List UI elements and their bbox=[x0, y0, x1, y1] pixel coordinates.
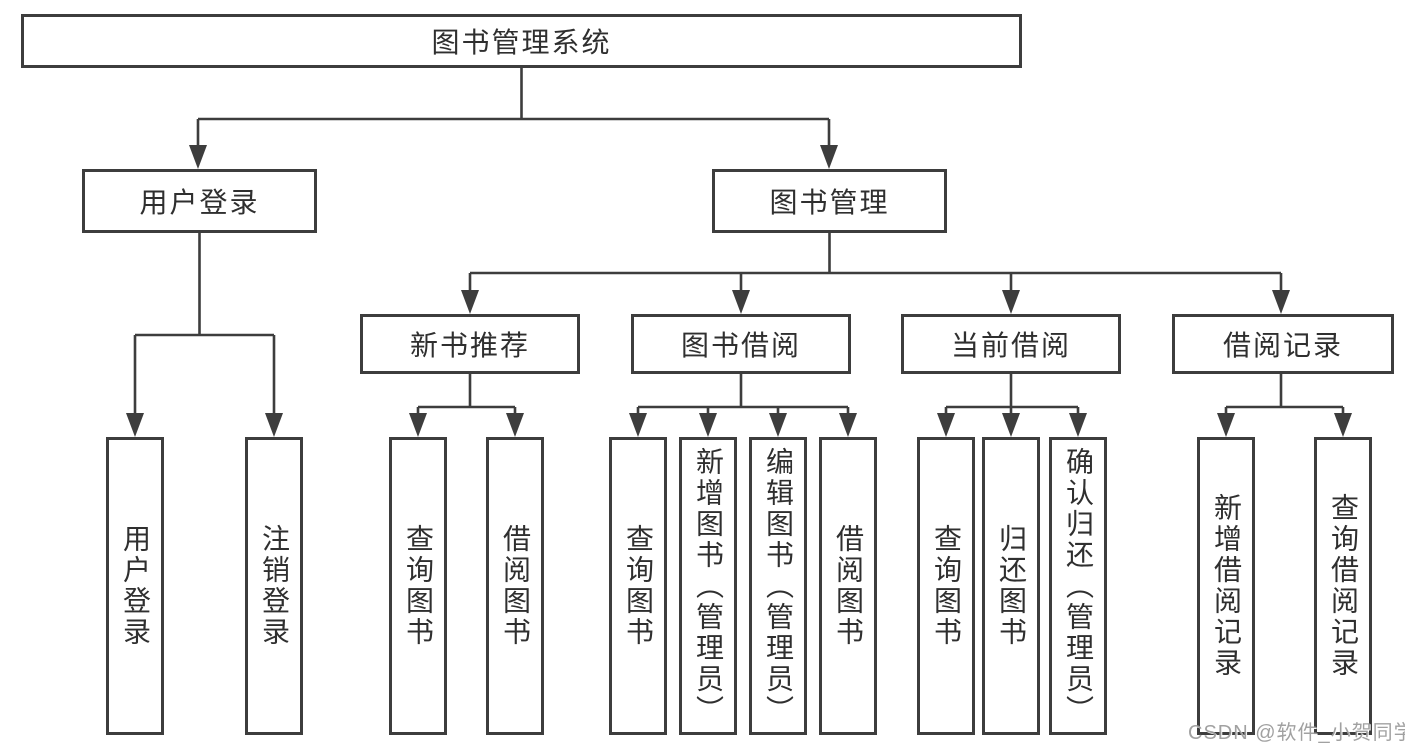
leaf-cb-return-books: 归还图书 bbox=[982, 437, 1040, 735]
connector-path bbox=[133, 233, 276, 416]
leaf-label: 借阅图书 bbox=[500, 524, 531, 648]
arrow-down-icons bbox=[126, 145, 1352, 437]
watermark: CSDN @软件_小贺同学 bbox=[1188, 722, 1405, 744]
leaf-label: 确认归还（管理员） bbox=[1063, 446, 1094, 726]
node-borrow-records: 借阅记录 bbox=[1172, 314, 1394, 374]
leaf-bb-edit-books-admin: 编辑图书（管理员） bbox=[749, 437, 807, 735]
node-label: 图书借阅 bbox=[680, 330, 801, 361]
leaf-user-login: 用户登录 bbox=[106, 437, 164, 735]
node-root-label: 图书管理系统 bbox=[431, 27, 612, 58]
node-new-book-recommend: 新书推荐 bbox=[360, 314, 580, 374]
node-label: 图书管理 bbox=[769, 187, 890, 218]
connector-path bbox=[636, 374, 850, 416]
leaf-label: 借阅图书 bbox=[833, 524, 864, 648]
leaf-cb-confirm-return-admin: 确认归还（管理员） bbox=[1049, 437, 1107, 735]
leaf-label: 注销登录 bbox=[259, 524, 290, 648]
leaf-bb-query-books: 查询图书 bbox=[609, 437, 667, 735]
leaf-bb-borrow-books: 借阅图书 bbox=[819, 437, 877, 735]
leaf-label: 归还图书 bbox=[996, 524, 1027, 648]
node-label: 新书推荐 bbox=[409, 330, 530, 361]
leaf-label: 新增图书（管理员） bbox=[693, 446, 724, 726]
leaf-label: 新增借阅记录 bbox=[1211, 493, 1242, 679]
connector-path bbox=[416, 374, 517, 416]
node-root: 图书管理系统 bbox=[21, 14, 1022, 68]
connector-path bbox=[468, 233, 1283, 293]
node-label: 当前借阅 bbox=[950, 330, 1071, 361]
leaf-label: 用户登录 bbox=[120, 524, 151, 648]
leaf-br-add-record: 新增借阅记录 bbox=[1197, 437, 1255, 735]
leaf-label: 编辑图书（管理员） bbox=[763, 446, 794, 726]
connector-path bbox=[196, 68, 831, 147]
leaf-label: 查询图书 bbox=[623, 524, 654, 648]
connector-path bbox=[944, 374, 1080, 416]
node-label: 用户登录 bbox=[139, 187, 260, 218]
leaf-logout: 注销登录 bbox=[245, 437, 303, 735]
leaf-bb-add-books-admin: 新增图书（管理员） bbox=[679, 437, 737, 735]
leaf-cb-query-books: 查询图书 bbox=[917, 437, 975, 735]
node-current-borrowing: 当前借阅 bbox=[901, 314, 1121, 374]
node-label: 借阅记录 bbox=[1222, 330, 1343, 361]
connector-path bbox=[1224, 374, 1345, 416]
leaf-label: 查询借阅记录 bbox=[1328, 493, 1359, 679]
leaf-br-query-record: 查询借阅记录 bbox=[1314, 437, 1372, 735]
leaf-nb-borrow-books: 借阅图书 bbox=[486, 437, 544, 735]
leaf-label: 查询图书 bbox=[403, 524, 434, 648]
node-book-borrowing: 图书借阅 bbox=[631, 314, 851, 374]
leaf-nb-query-books: 查询图书 bbox=[389, 437, 447, 735]
node-book-management: 图书管理 bbox=[712, 169, 947, 233]
node-user-login: 用户登录 bbox=[82, 169, 317, 233]
leaf-label: 查询图书 bbox=[931, 524, 962, 648]
